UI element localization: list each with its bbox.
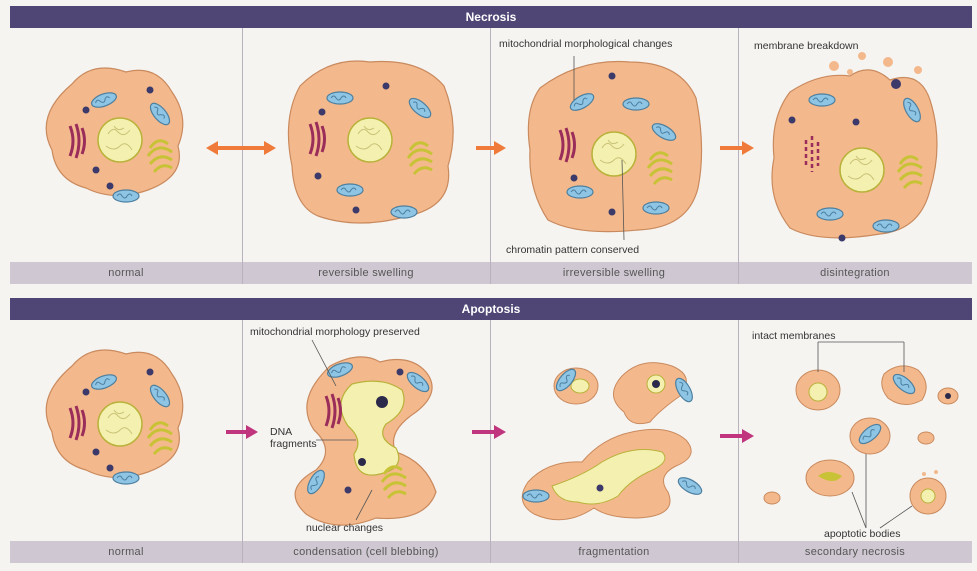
apoptosis-fragmentation-bodies (522, 363, 704, 520)
apoptosis-secondary-necrosis-bodies (764, 342, 958, 528)
apoptosis-arrow-1 (226, 425, 258, 439)
annotation-mito-preserved: mitochondrial morphology preserved (250, 326, 430, 338)
annotation-chromatin: chromatin pattern conserved (506, 244, 706, 256)
apoptosis-arrow-3 (720, 429, 754, 443)
necrosis-normal-cell (46, 68, 183, 202)
annotation-intact-membranes: intact membranes (752, 330, 902, 342)
annotation-mito-changes: mitochondrial morphological changes (499, 38, 699, 50)
apoptosis-normal-cell (46, 350, 183, 484)
necrosis-swelling-cell (288, 61, 453, 223)
necrosis-irreversible-cell (528, 56, 701, 240)
necrosis-double-arrow (206, 141, 276, 155)
necrosis-arrow-3 (720, 141, 754, 155)
apoptosis-arrow-2 (472, 425, 506, 439)
annotation-membrane-breakdown: membrane breakdown (754, 40, 924, 52)
annotation-apoptotic-bodies: apoptotic bodies (824, 528, 964, 540)
necrosis-arrow-2 (476, 141, 506, 155)
annotation-dna-fragments: DNA fragments (270, 426, 322, 450)
annotation-nuclear-changes: nuclear changes (306, 522, 436, 534)
necrosis-disintegrating-cell (772, 52, 937, 242)
